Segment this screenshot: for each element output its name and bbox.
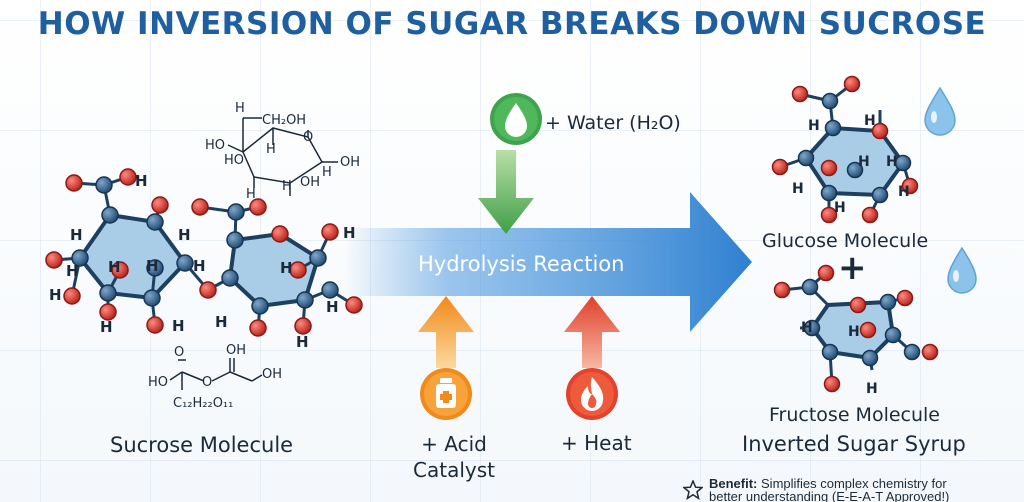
svg-text:H: H xyxy=(801,320,813,336)
svg-text:OH: OH xyxy=(300,175,320,190)
svg-text:H: H xyxy=(282,179,292,194)
svg-text:O: O xyxy=(202,375,212,390)
svg-text:H: H xyxy=(322,165,332,180)
svg-text:H: H xyxy=(848,324,860,340)
svg-text:OH: OH xyxy=(262,367,282,382)
acid-label-line1: + Acid xyxy=(421,432,487,456)
water-arrow xyxy=(478,150,534,234)
svg-text:H: H xyxy=(858,154,870,170)
acid-arrow xyxy=(418,296,474,368)
svg-text:H: H xyxy=(898,184,910,200)
benefit-note: Benefit: Simplifies complex chemistry fo… xyxy=(683,475,983,502)
svg-text:H: H xyxy=(296,333,309,351)
svg-text:H: H xyxy=(343,224,356,242)
glucose-label: Glucose Molecule xyxy=(762,230,929,252)
svg-text:H: H xyxy=(235,101,245,116)
glucose-molecule-model xyxy=(771,75,919,224)
svg-text:H: H xyxy=(246,187,256,202)
heat-label: + Heat xyxy=(561,431,632,455)
benefit-text: Simplifies complex chemistry for better … xyxy=(709,476,950,502)
line-formula-structure xyxy=(169,358,263,390)
svg-text:H: H xyxy=(70,226,83,244)
svg-text:H: H xyxy=(172,317,185,335)
svg-text:H: H xyxy=(146,257,159,275)
fructose-label: Fructose Molecule xyxy=(769,404,940,426)
page-title: HOW INVERSION OF SUGAR BREAKS DOWN SUCRO… xyxy=(37,6,987,42)
svg-text:H: H xyxy=(108,258,121,276)
droplet-icon xyxy=(924,86,956,136)
svg-text:HO: HO xyxy=(205,138,225,153)
medicine-bottle-icon xyxy=(420,368,472,420)
flame-icon xyxy=(566,368,618,420)
line-formula-labels: O OH HO O OH C₁₂H₂₂O₁₁ xyxy=(148,343,282,411)
svg-text:H: H xyxy=(266,142,276,157)
svg-text:H: H xyxy=(100,318,113,336)
haworth-labels: H CH₂OH HO O HO H H H OH H OH xyxy=(205,101,360,202)
hydrolysis-arrow xyxy=(345,192,752,332)
svg-text:H: H xyxy=(215,313,228,331)
svg-text:H: H xyxy=(280,259,293,277)
water-drop-icon xyxy=(490,93,542,145)
plus-sign: + xyxy=(838,248,867,288)
haworth-structure xyxy=(227,117,338,196)
svg-text:OH: OH xyxy=(226,343,246,358)
svg-text:H: H xyxy=(178,226,191,244)
svg-text:H: H xyxy=(886,154,898,170)
sucrose-molecule-model xyxy=(45,168,363,337)
fructose-molecule-model xyxy=(773,264,939,393)
svg-text:H: H xyxy=(864,113,876,129)
benefit-bold: Benefit: xyxy=(709,476,758,491)
svg-text:HO: HO xyxy=(224,153,244,168)
svg-text:H: H xyxy=(66,262,79,280)
heat-arrow xyxy=(564,296,620,368)
svg-text:H: H xyxy=(326,298,339,316)
svg-text:H: H xyxy=(135,172,148,190)
droplet-icon xyxy=(947,246,977,294)
fructose-hydrogens: H H H xyxy=(801,320,878,397)
svg-text:H: H xyxy=(866,381,878,397)
water-label: + Water (H₂O) xyxy=(545,112,681,134)
svg-text:OH: OH xyxy=(340,155,360,170)
svg-text:CH₂OH: CH₂OH xyxy=(262,113,306,128)
svg-text:H: H xyxy=(834,200,846,216)
svg-text:HO: HO xyxy=(148,375,168,390)
acid-label-line2: Catalyst xyxy=(413,458,495,482)
star-icon xyxy=(683,480,703,500)
inverted-sugar-syrup-label: Inverted Sugar Syrup xyxy=(742,432,966,456)
svg-text:O: O xyxy=(303,130,313,145)
svg-text:C₁₂H₂₂O₁₁: C₁₂H₂₂O₁₁ xyxy=(173,396,233,411)
acid-catalyst-label: + Acid Catalyst xyxy=(413,431,495,483)
svg-text:H: H xyxy=(792,181,804,197)
svg-text:H: H xyxy=(49,286,62,304)
svg-text:H: H xyxy=(193,257,206,275)
svg-text:H: H xyxy=(808,118,820,134)
hydrolysis-reaction-label: Hydrolysis Reaction xyxy=(418,252,625,276)
svg-text:O: O xyxy=(174,345,184,360)
sucrose-label: Sucrose Molecule xyxy=(110,433,294,457)
